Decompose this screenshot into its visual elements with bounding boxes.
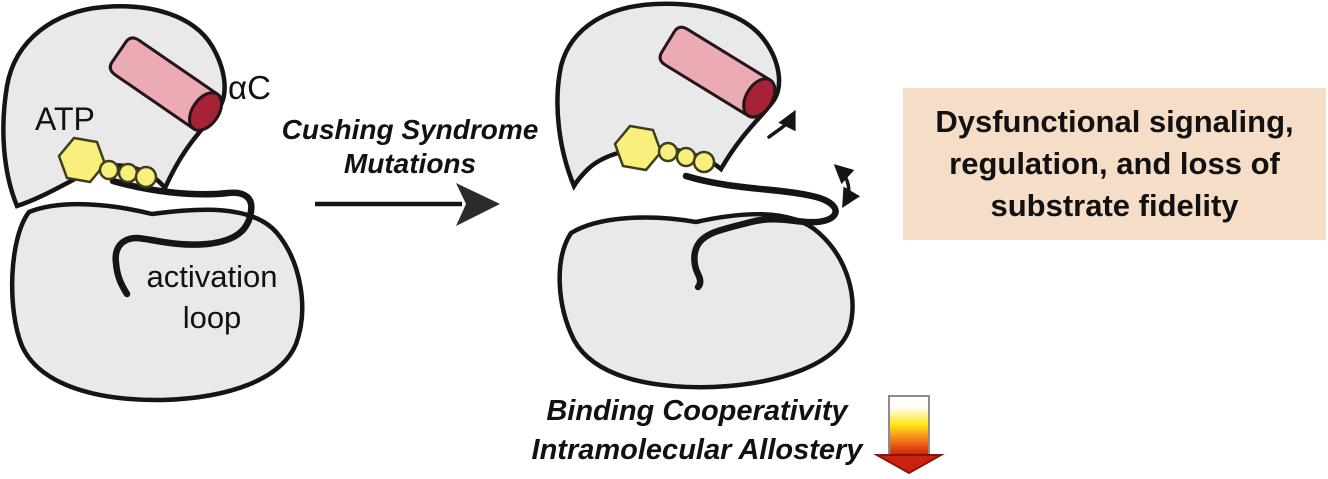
helix-motion-arrow [767, 109, 796, 139]
activation-loop-label-line2: loop [182, 300, 242, 335]
allostery-legend-label: Binding Cooperativity Intramolecular All… [497, 392, 897, 470]
intramolecular-allostery-label: Intramolecular Allostery [531, 434, 863, 466]
activation-loop-curve [109, 177, 255, 298]
activation-loop-curve [682, 172, 839, 291]
c-lobe-shape [9, 201, 305, 403]
transition-arrow [315, 183, 500, 226]
helix-end-cap [188, 91, 224, 132]
cushing-mutations-label: Cushing Syndrome Mutations [275, 113, 545, 181]
cushing-mutations-line2: Mutations [343, 148, 477, 179]
loop-motion-arrow [833, 164, 861, 208]
atp-hexagon [57, 136, 107, 184]
cushing-mutations-line1: Cushing Syndrome [281, 114, 539, 145]
gradient-arrow [873, 395, 945, 475]
helix-end-cap [742, 77, 777, 119]
phosphate-circle [692, 150, 716, 174]
atp-molecule [613, 124, 716, 174]
phosphate-circle [675, 146, 697, 168]
outcome-text-line3: substrate fidelity [990, 188, 1239, 223]
mutant-kinase-cartoon [555, 1, 861, 390]
phosphate-circle [657, 141, 679, 163]
arrow-head [456, 183, 500, 226]
activation-loop-label: activation loop [112, 256, 312, 338]
alpha-c-helix [658, 25, 777, 119]
atp-hexagon [613, 124, 663, 172]
phosphate-circle [117, 162, 139, 184]
atp-molecule [57, 136, 158, 189]
alpha-c-label: αC [228, 69, 271, 106]
c-lobe-shape [557, 212, 855, 390]
binding-cooperativity-label: Binding Cooperativity [546, 395, 848, 427]
activation-loop-label-line1: activation [146, 259, 278, 294]
phosphate-circle [98, 159, 120, 181]
outcome-text-line1: Dysfunctional signaling, [935, 104, 1294, 139]
phosphate-circle [134, 165, 158, 189]
atp-label: ATP [35, 101, 95, 137]
outcome-text-line2: regulation, and loss of [949, 146, 1280, 181]
gradient-bar [888, 395, 930, 456]
alpha-c-helix [108, 36, 224, 132]
outcome-box: Dysfunctional signaling, regulation, and… [903, 88, 1326, 240]
gradient-arrowhead [873, 454, 945, 475]
wildtype-kinase-cartoon [1, 4, 305, 403]
